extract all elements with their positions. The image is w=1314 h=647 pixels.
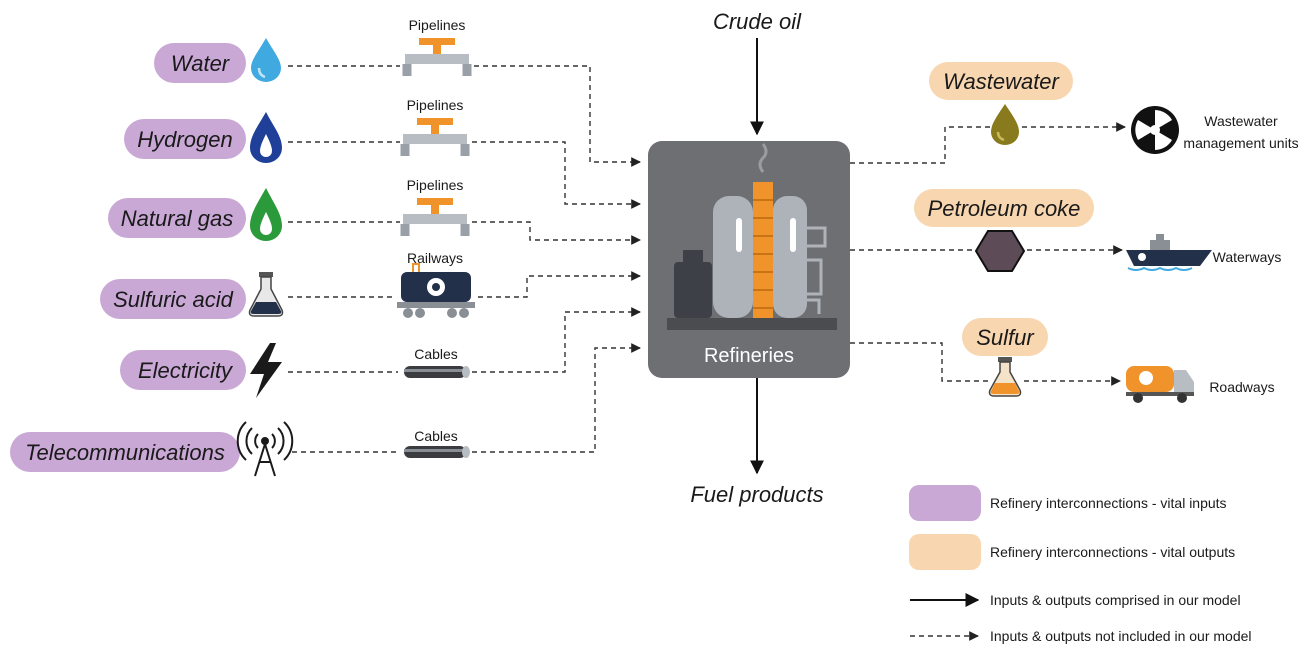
connector-water bbox=[288, 65, 640, 162]
connector-wastewater bbox=[850, 127, 1125, 164]
input-pill-natural-gas bbox=[108, 198, 246, 238]
flask-icon bbox=[248, 272, 284, 317]
refinery-node: Refineries bbox=[648, 141, 850, 378]
connector-sulfuric-acid bbox=[288, 276, 640, 298]
pipeline-icon: Pipelines bbox=[400, 177, 470, 236]
tanker-truck-icon bbox=[1126, 366, 1194, 403]
oil-drop-icon bbox=[991, 104, 1019, 145]
carrier-label-water: Pipelines bbox=[409, 17, 466, 33]
gas-flame-icon bbox=[250, 188, 282, 241]
input-natural-gas: Natural gas bbox=[108, 188, 282, 241]
input-label-hydrogen: Hydrogen bbox=[137, 127, 232, 152]
input-label-telecommunications: Telecommunications bbox=[25, 440, 225, 465]
connector-hydrogen bbox=[288, 141, 640, 204]
pipeline-icon: Pipelines bbox=[402, 17, 472, 76]
pipeline-icon: Pipelines bbox=[400, 97, 470, 156]
ship-icon bbox=[1126, 234, 1212, 271]
input-pill-electricity bbox=[120, 350, 246, 390]
dest-label-waterways: Waterways bbox=[1213, 249, 1282, 265]
input-label-sulfuric-acid: Sulfuric acid bbox=[113, 287, 234, 312]
input-label-natural-gas: Natural gas bbox=[121, 206, 234, 231]
legend-swatch-outputs bbox=[909, 534, 981, 570]
fuel-products-label: Fuel products bbox=[690, 482, 823, 507]
input-hydrogen: Hydrogen bbox=[124, 112, 282, 163]
input-pill-sulfuric-acid bbox=[100, 279, 246, 319]
dest-label-wastewater-line2: management units bbox=[1183, 135, 1298, 151]
legend-text-dashed: Inputs & outputs not included in our mod… bbox=[990, 628, 1252, 644]
connector-electricity bbox=[288, 312, 640, 373]
input-water: Water bbox=[154, 38, 281, 83]
output-wastewater: Wastewater bbox=[929, 62, 1073, 145]
output-label-sulfur: Sulfur bbox=[976, 325, 1035, 350]
output-pill-petroleum-coke bbox=[914, 189, 1094, 227]
lightning-bolt-icon bbox=[250, 343, 282, 398]
input-pill-water bbox=[154, 43, 246, 83]
legend: Refinery interconnections - vital inputs… bbox=[909, 485, 1252, 644]
input-label-water: Water bbox=[171, 51, 231, 76]
treatment-unit-icon bbox=[1131, 106, 1179, 154]
carrier-label-electricity: Cables bbox=[414, 346, 458, 362]
output-label-petroleum-coke: Petroleum coke bbox=[928, 196, 1081, 221]
output-petroleum-coke: Petroleum coke bbox=[914, 189, 1094, 272]
legend-text-inputs: Refinery interconnections - vital inputs bbox=[990, 495, 1227, 511]
coke-hexagon-icon bbox=[974, 230, 1026, 272]
output-pill-wastewater bbox=[929, 62, 1073, 100]
carrier-label-sulfuric-acid: Railways bbox=[407, 250, 463, 266]
dest-label-wastewater-line1: Wastewater bbox=[1204, 113, 1278, 129]
rail-tank-car-icon: Railways bbox=[397, 250, 475, 318]
legend-text-outputs: Refinery interconnections - vital output… bbox=[990, 544, 1235, 560]
cable-icon: Cables bbox=[404, 428, 470, 458]
legend-text-solid: Inputs & outputs comprised in our model bbox=[990, 592, 1241, 608]
carrier-label-natural-gas: Pipelines bbox=[407, 177, 464, 193]
input-label-electricity: Electricity bbox=[138, 358, 234, 383]
dest-label-roadways: Roadways bbox=[1209, 379, 1274, 395]
refinery-label: Refineries bbox=[704, 345, 794, 367]
input-pill-telecommunications bbox=[10, 432, 240, 472]
legend-swatch-inputs bbox=[909, 485, 981, 521]
output-sulfur: Sulfur bbox=[962, 318, 1048, 397]
connector-sulfur bbox=[850, 342, 1120, 381]
flask-icon bbox=[988, 357, 1022, 397]
water-drop-icon bbox=[251, 38, 281, 82]
input-sulfuric-acid: Sulfuric acid bbox=[100, 272, 284, 319]
cable-icon: Cables bbox=[404, 346, 470, 378]
connector-natural-gas bbox=[288, 221, 640, 240]
hydrogen-flame-icon bbox=[250, 112, 282, 163]
antenna-tower-icon bbox=[236, 421, 294, 477]
input-pill-hydrogen bbox=[124, 119, 246, 159]
connector-telecommunications bbox=[292, 348, 640, 453]
output-pill-sulfur bbox=[962, 318, 1048, 356]
input-electricity: Electricity bbox=[120, 343, 282, 398]
crude-oil-label: Crude oil bbox=[713, 9, 802, 34]
carrier-label-telecommunications: Cables bbox=[414, 428, 458, 444]
input-telecommunications: Telecommunications bbox=[10, 421, 294, 477]
carrier-label-hydrogen: Pipelines bbox=[407, 97, 464, 113]
output-label-wastewater: Wastewater bbox=[943, 69, 1060, 94]
